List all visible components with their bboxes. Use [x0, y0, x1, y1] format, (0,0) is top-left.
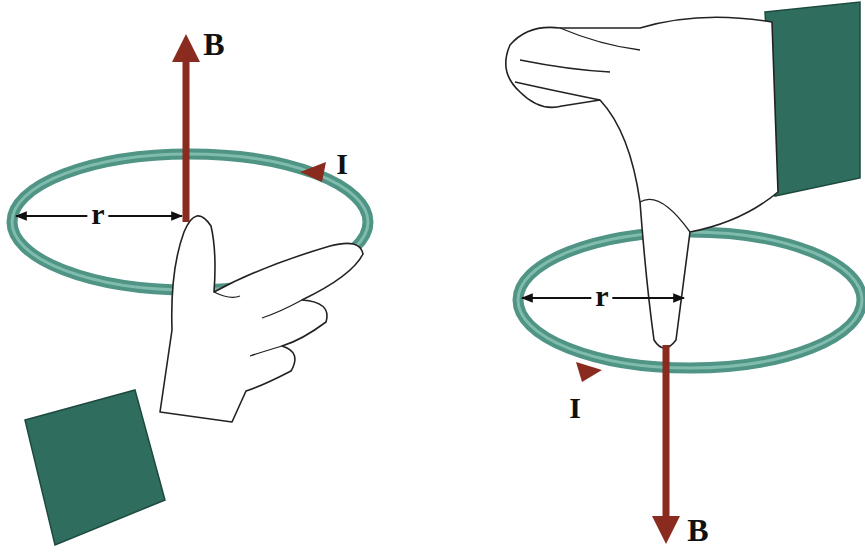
field-label: B	[687, 514, 708, 546]
radius-label: r	[87, 199, 108, 229]
field-arrow	[183, 48, 190, 222]
field-arrow	[663, 345, 670, 530]
finger-lines	[214, 292, 302, 356]
current-arrowhead	[300, 162, 326, 182]
current-loop	[518, 232, 862, 368]
right-hand	[506, 17, 778, 348]
current-label: I	[569, 393, 581, 423]
current-arrowhead	[576, 362, 602, 382]
radius-label: r	[591, 281, 612, 311]
field-label: B	[203, 28, 224, 60]
right-hand	[160, 216, 363, 422]
current-label: I	[336, 149, 348, 179]
current-loop-highlight	[518, 232, 862, 368]
sleeve	[25, 390, 165, 545]
sleeve	[765, 2, 860, 196]
finger-lines	[515, 28, 690, 232]
